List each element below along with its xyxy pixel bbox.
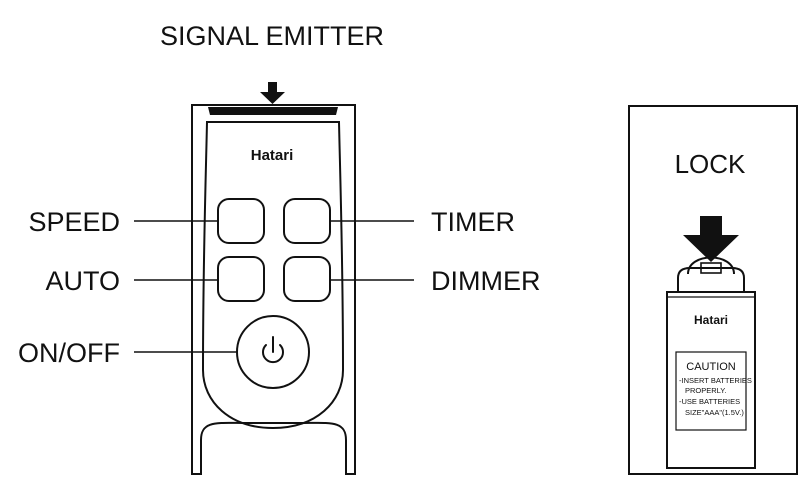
caution-line-2: PROPERLY. [685, 386, 726, 395]
caution-line-3: -USE BATTERIES [679, 397, 740, 406]
remote-front: Hatari [191, 104, 356, 475]
caution-line-1: -INSERT BATTERIES [679, 376, 752, 385]
power-icon [262, 336, 284, 364]
caution-label-box [675, 351, 747, 431]
caution-heading: CAUTION [686, 361, 736, 373]
brand-logo-front: Hatari [251, 147, 294, 164]
timer-button[interactable] [283, 198, 331, 244]
signal-emitter-title: SIGNAL EMITTER [160, 21, 384, 51]
auto-label: AUTO [45, 266, 120, 296]
lock-label: LOCK [675, 149, 746, 179]
remote-back-panel [628, 105, 798, 475]
lock-arrow-icon [683, 216, 739, 262]
signal-emitter-window [208, 107, 338, 115]
speed-button[interactable] [217, 198, 265, 244]
emitter-arrow-icon [260, 82, 285, 104]
timer-label: TIMER [431, 207, 515, 237]
dimmer-button[interactable] [283, 256, 331, 302]
speed-label: SPEED [28, 207, 120, 237]
battery-cover [666, 256, 756, 469]
caution-line-4: SIZE"AAA"(1.5V.) [685, 408, 744, 417]
brand-logo-back: Hatari [694, 313, 728, 327]
dimmer-label: DIMMER [431, 266, 541, 296]
power-label: ON/OFF [18, 338, 120, 368]
auto-button[interactable] [217, 256, 265, 302]
